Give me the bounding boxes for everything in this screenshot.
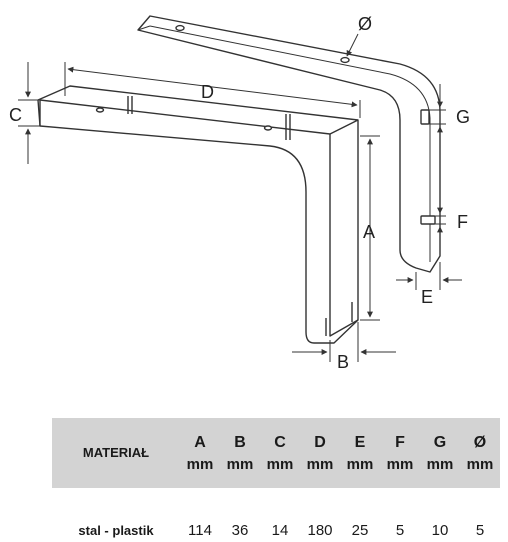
unit-label: mm — [380, 454, 420, 488]
column-header: B — [220, 418, 260, 454]
table-cell: 25 — [351, 521, 369, 539]
column-header: C — [260, 418, 300, 454]
column-header: D — [300, 418, 340, 454]
label-g: G — [456, 107, 470, 127]
material-name: stal - plastik — [78, 522, 154, 538]
label-c: C — [9, 105, 22, 125]
back-bracket — [137, 15, 441, 273]
bracket-diagram: D A C B E G F Ø — [9, 14, 470, 372]
slot-g-icon — [420, 109, 430, 125]
label-diameter: Ø — [358, 14, 372, 34]
column-header: A — [180, 418, 220, 454]
table-spacer — [52, 488, 500, 518]
table-cell: 5 — [475, 521, 485, 539]
unit-label: mm — [220, 454, 260, 488]
slot-f-icon — [420, 215, 436, 225]
table-cell: 114 — [188, 521, 212, 539]
screw-hole-icon — [95, 107, 105, 113]
dimension-lines — [18, 33, 462, 362]
label-e: E — [421, 287, 433, 307]
column-header: G — [420, 418, 460, 454]
column-header: F — [380, 418, 420, 454]
table-cell: 10 — [431, 521, 449, 539]
table-cell: 5 — [395, 521, 405, 539]
spec-table: MATERIAŁ A B C D E F G Ø mm mm mm mm mm … — [52, 418, 500, 542]
table-header-row: MATERIAŁ A B C D E F G Ø — [52, 418, 500, 488]
unit-label: mm — [420, 454, 460, 488]
column-header: E — [340, 418, 380, 454]
material-header: MATERIAŁ — [52, 418, 180, 488]
unit-label: mm — [180, 454, 220, 488]
screw-hole-icon — [175, 24, 185, 32]
unit-label: mm — [260, 454, 300, 488]
unit-label: mm — [460, 454, 500, 488]
unit-label: mm — [300, 454, 340, 488]
screw-hole-icon — [340, 56, 350, 64]
unit-label: mm — [340, 454, 380, 488]
table-cell: 14 — [271, 521, 289, 539]
front-bracket — [37, 85, 359, 344]
label-b: B — [337, 352, 349, 372]
table-cell: 180 — [307, 521, 333, 539]
table-row: stal - plastik 114 36 14 180 25 5 10 5 — [52, 518, 500, 542]
screw-hole-icon — [263, 125, 273, 131]
table-cell: 36 — [231, 521, 249, 539]
table-unit-row: mm mm mm mm mm mm mm mm — [52, 454, 500, 488]
column-header: Ø — [460, 418, 500, 454]
label-f: F — [457, 212, 468, 232]
label-d: D — [201, 82, 214, 102]
label-a: A — [363, 222, 375, 242]
